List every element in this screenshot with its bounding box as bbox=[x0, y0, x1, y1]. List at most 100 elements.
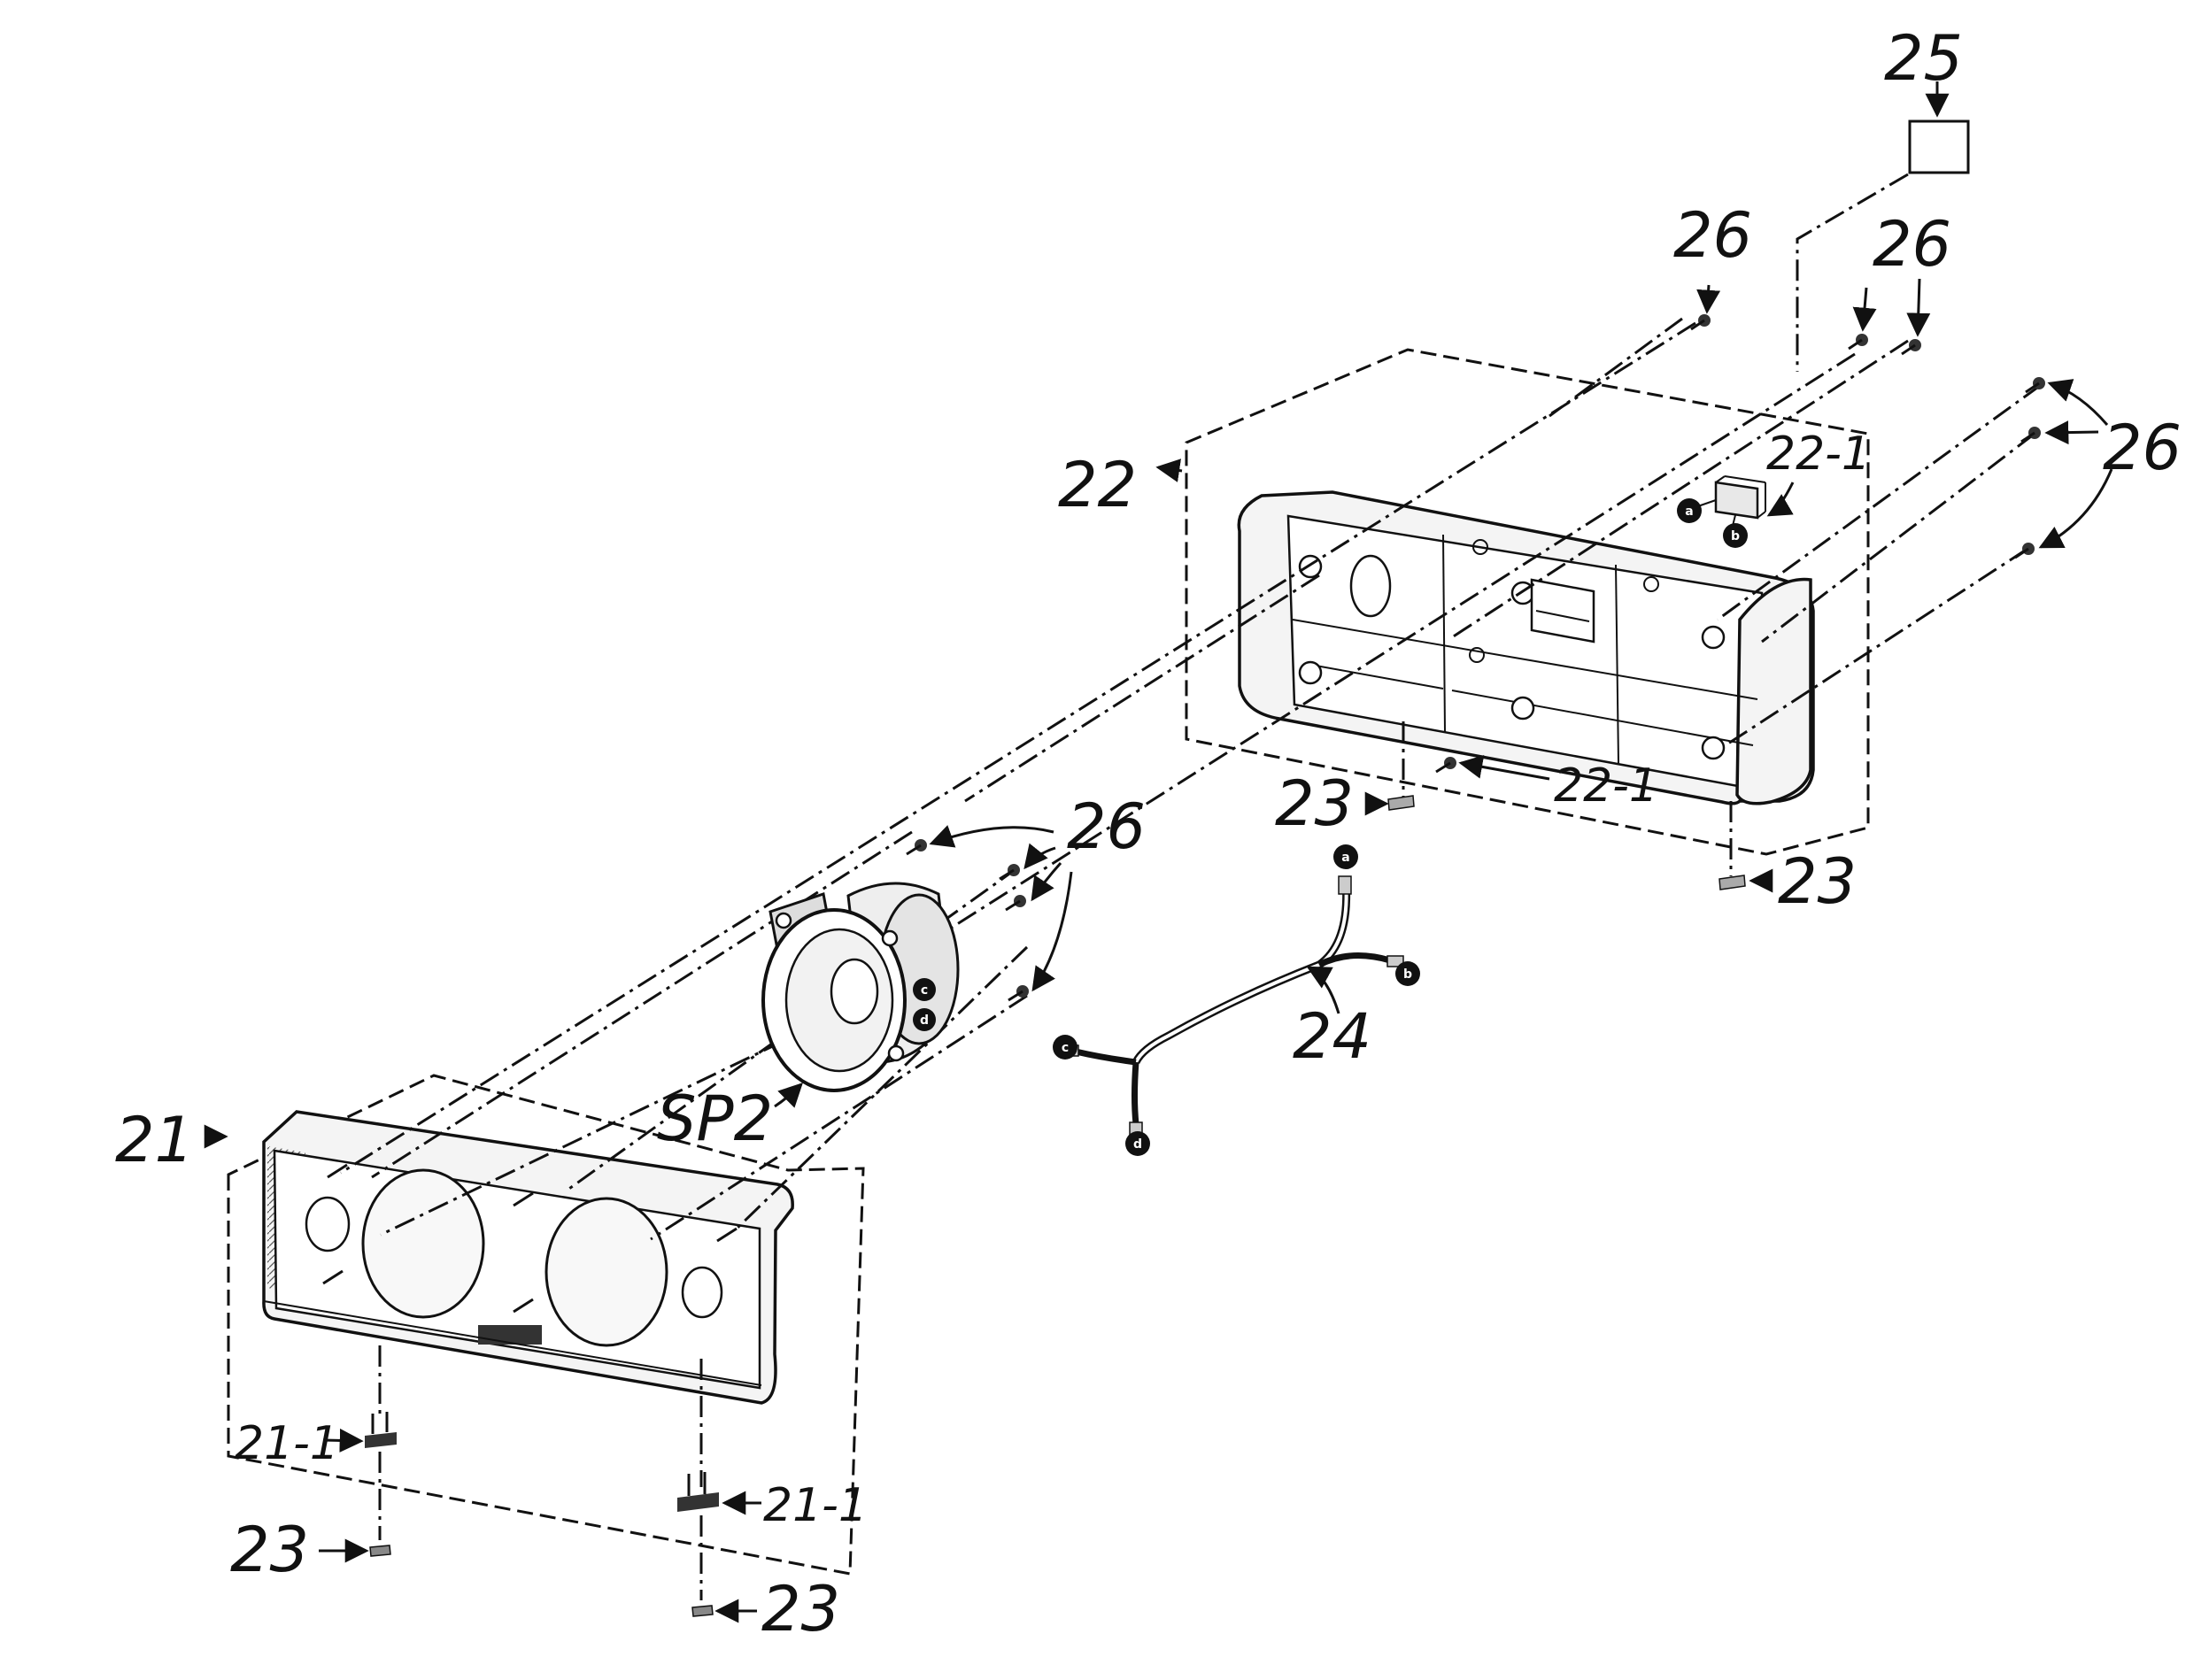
connector-b-harness-icon: b bbox=[1395, 961, 1420, 986]
screws bbox=[906, 314, 2045, 1002]
speaker-mount-hole bbox=[887, 1044, 905, 1062]
leader-22-1-bottom bbox=[1458, 755, 1550, 781]
speaker-mount-hole bbox=[775, 912, 792, 929]
screw bbox=[999, 864, 1020, 881]
front-baffle-group bbox=[227, 1074, 865, 1576]
callout-23-rear-left: 23 bbox=[1275, 767, 1354, 840]
rear-shelf bbox=[1292, 619, 1758, 700]
svg-text:d: d bbox=[920, 1013, 929, 1028]
screw bbox=[1690, 314, 1711, 331]
leader-26 bbox=[1906, 278, 1931, 337]
callout-26-top-right: 26 bbox=[1873, 208, 1951, 281]
callout-26-top-left: 26 bbox=[1673, 199, 1752, 272]
callout-23-rear-right: 23 bbox=[1778, 845, 1857, 918]
connector-c-harness-icon: c bbox=[1053, 1035, 1077, 1060]
wire-harness bbox=[1062, 875, 1404, 1139]
screw bbox=[1848, 334, 1868, 351]
svg-text:b: b bbox=[1731, 529, 1740, 543]
leader-26-speaker bbox=[1031, 861, 1062, 902]
svg-text:b: b bbox=[1403, 967, 1412, 982]
harness-branch-b bbox=[1317, 952, 1391, 968]
screw-boss bbox=[1643, 576, 1659, 592]
connector-d-speaker-icon: d bbox=[913, 1008, 936, 1031]
baffle-peg bbox=[716, 1227, 738, 1243]
callout-22: 22 bbox=[1058, 449, 1137, 521]
rear-rib bbox=[1615, 564, 1619, 764]
harness-terminal bbox=[1386, 955, 1404, 967]
guide-line bbox=[733, 945, 1029, 1232]
connector-c-speaker-icon: c bbox=[913, 978, 936, 1001]
rear-shelf bbox=[1451, 690, 1754, 746]
screw-boss bbox=[1469, 647, 1485, 663]
screw bbox=[1005, 895, 1026, 912]
leader-22-1-top bbox=[1766, 482, 1795, 517]
baffle-bottom-tab bbox=[478, 1325, 542, 1345]
front-feet-group bbox=[365, 1345, 719, 1617]
leader-22 bbox=[1155, 459, 1183, 482]
leader-sp2 bbox=[774, 1083, 803, 1108]
screw bbox=[1008, 985, 1029, 1002]
leader-26 bbox=[1852, 287, 1877, 332]
callout-26-speaker: 26 bbox=[1067, 790, 1146, 863]
screw-boss bbox=[1472, 539, 1488, 555]
leader-arrows bbox=[204, 278, 2113, 1623]
front-baffle-boundary bbox=[227, 1074, 865, 1576]
driver-cutout-left bbox=[361, 1168, 485, 1319]
screw-boss bbox=[1701, 625, 1726, 650]
terminal-part-edge bbox=[1715, 475, 1726, 483]
rear-cabinet-end-cap bbox=[1735, 577, 1812, 805]
svg-text:c: c bbox=[1062, 1041, 1069, 1055]
label-sticker bbox=[1908, 119, 1970, 174]
screw bbox=[906, 839, 927, 856]
terminal-block-edge bbox=[1535, 610, 1590, 622]
leader-26 bbox=[2047, 379, 2109, 426]
screw bbox=[1435, 757, 1456, 774]
baffle-peg bbox=[322, 1269, 344, 1285]
callout-21-1-left: 21-1 bbox=[235, 1417, 339, 1470]
foot-peg bbox=[365, 1432, 397, 1448]
callout-21-1-right: 21-1 bbox=[763, 1479, 868, 1532]
foot-pad bbox=[369, 1545, 391, 1557]
guide-line bbox=[964, 574, 1320, 803]
leader-26 bbox=[2044, 420, 2099, 445]
port-tube bbox=[1349, 554, 1392, 618]
leader-26-speaker bbox=[929, 825, 1054, 848]
rear-rib bbox=[1442, 534, 1446, 733]
guide-line bbox=[650, 994, 1028, 1241]
svg-text:a: a bbox=[1341, 851, 1349, 865]
guide-line bbox=[340, 321, 1696, 1175]
svg-text:a: a bbox=[1685, 505, 1693, 519]
callout-22-1-bottom: 22-1 bbox=[1554, 759, 1658, 813]
screw-boss bbox=[1298, 554, 1323, 579]
harness-terminal bbox=[1338, 875, 1352, 895]
speaker-dust-cap bbox=[830, 958, 879, 1025]
guide-line bbox=[1549, 317, 1683, 418]
callout-26-right: 26 bbox=[2103, 412, 2182, 484]
connector-a-terminal-icon: a bbox=[1677, 498, 1702, 523]
leader-26 bbox=[2038, 468, 2113, 549]
leader-26-speaker bbox=[1023, 843, 1056, 870]
speaker-sp2 bbox=[761, 882, 960, 1092]
callout-23-front-left: 23 bbox=[230, 1514, 309, 1586]
rear-foot-pad bbox=[1719, 875, 1746, 890]
guide-line bbox=[371, 830, 913, 1179]
baffle-peg bbox=[513, 1298, 534, 1314]
connector-markers: a b c d a b c d bbox=[913, 498, 1748, 1156]
guide-line bbox=[1451, 339, 1909, 639]
harness-branch-c bbox=[1075, 1048, 1137, 1066]
leader-26-speaker bbox=[1031, 871, 1073, 992]
guide-line bbox=[823, 352, 1856, 1011]
leader-24 bbox=[1306, 966, 1340, 1014]
connector-b-terminal-icon: b bbox=[1723, 523, 1748, 548]
rear-shelf bbox=[1305, 663, 1444, 690]
callout-25: 25 bbox=[1884, 22, 1963, 95]
rear-foot-pad bbox=[1387, 795, 1415, 811]
guide-line bbox=[1761, 432, 2035, 643]
leader-21-1 bbox=[322, 1428, 364, 1453]
sticker-guide-line bbox=[1796, 173, 1909, 372]
baffle-peg bbox=[327, 1163, 348, 1179]
leader-26 bbox=[1696, 284, 1721, 314]
screw-boss bbox=[1701, 736, 1726, 760]
callout-24: 24 bbox=[1293, 1000, 1371, 1073]
